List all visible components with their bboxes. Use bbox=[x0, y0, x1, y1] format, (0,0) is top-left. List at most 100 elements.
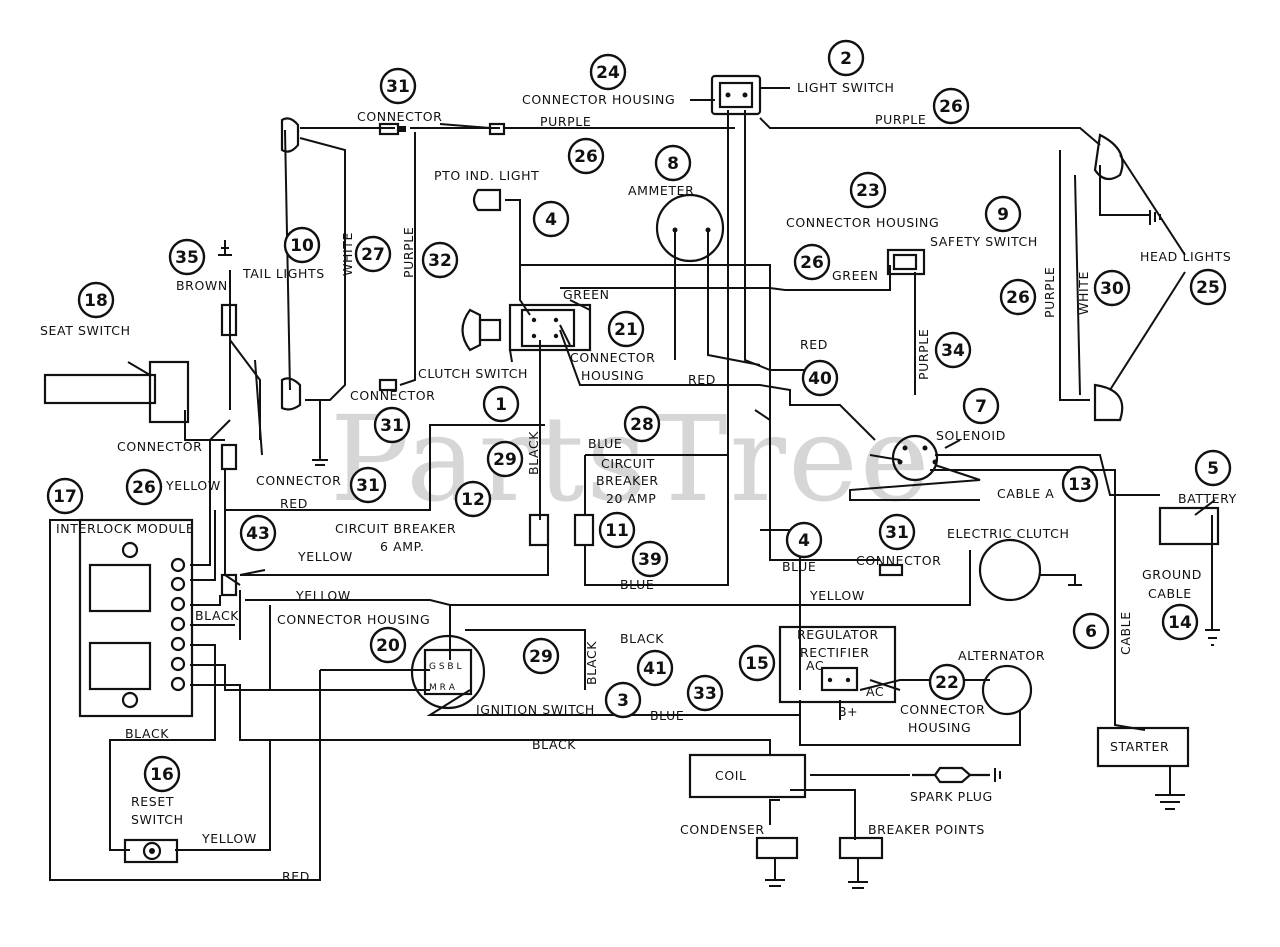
label: PURPLE bbox=[875, 112, 926, 127]
callout-31: 31 bbox=[878, 513, 916, 551]
callout-number: 31 bbox=[380, 416, 404, 436]
callout-26: 26 bbox=[793, 243, 831, 281]
label: WHITE bbox=[340, 232, 355, 276]
callout-circle bbox=[654, 144, 692, 182]
callout-number: 7 bbox=[975, 397, 987, 417]
label: 6 AMP. bbox=[380, 539, 424, 554]
callout-number: 28 bbox=[630, 415, 654, 435]
callout-number: 43 bbox=[246, 524, 270, 544]
label: CONNECTOR bbox=[256, 473, 341, 488]
callout-24: 24 bbox=[589, 53, 627, 91]
callout-number: 31 bbox=[386, 77, 410, 97]
callout-circle bbox=[849, 171, 887, 209]
callout-26: 26 bbox=[999, 278, 1037, 316]
callout-number: 15 bbox=[745, 654, 769, 674]
label: B+ bbox=[838, 704, 858, 719]
callout-22: 22 bbox=[928, 663, 966, 701]
ammeter-icon bbox=[655, 193, 725, 263]
callout-circle bbox=[1072, 612, 1110, 650]
callout-29: 29 bbox=[486, 440, 524, 478]
callout-circle bbox=[482, 385, 520, 423]
label: CONNECTOR bbox=[900, 702, 985, 717]
callout-21: 21 bbox=[607, 310, 645, 348]
callout-18: 18 bbox=[77, 281, 115, 319]
callout-number: 21 bbox=[614, 320, 638, 340]
label: G S B L bbox=[429, 662, 461, 672]
callout-12: 12 bbox=[454, 480, 492, 518]
label: PTO IND. LIGHT bbox=[434, 168, 539, 183]
label: CABLE A bbox=[997, 486, 1054, 501]
callout-28: 28 bbox=[623, 405, 661, 443]
callout-number: 9 bbox=[997, 205, 1009, 225]
callout-31: 31 bbox=[379, 67, 417, 105]
label: CIRCUIT BREAKER bbox=[335, 521, 456, 536]
callout-number: 39 bbox=[638, 550, 662, 570]
callout-number: 3 bbox=[617, 691, 629, 711]
callout-circle bbox=[801, 359, 839, 397]
label: CONNECTOR bbox=[357, 109, 442, 124]
callout-circle bbox=[369, 626, 407, 664]
callout-number: 26 bbox=[132, 478, 156, 498]
seat-switch-icon bbox=[43, 360, 190, 424]
alternator-icon bbox=[981, 664, 1033, 716]
callout-number: 29 bbox=[529, 647, 553, 667]
label: IGNITION SWITCH bbox=[476, 702, 595, 717]
callout-circle bbox=[373, 406, 411, 444]
coil-icon bbox=[688, 753, 807, 799]
callout-circle bbox=[379, 67, 417, 105]
callout-circle bbox=[962, 387, 1000, 425]
callout-circle bbox=[567, 137, 605, 175]
callout-number: 26 bbox=[939, 97, 963, 117]
text-labels: CONNECTOR CONNECTOR HOUSING LIGHT SWITCH… bbox=[40, 80, 1236, 884]
label: SOLENOID bbox=[936, 428, 1006, 443]
label: AC bbox=[866, 684, 884, 699]
callout-7: 7 bbox=[962, 387, 1000, 425]
label: CONNECTOR bbox=[856, 553, 941, 568]
label: PURPLE bbox=[540, 114, 591, 129]
callout-number: 31 bbox=[356, 476, 380, 496]
circuit-breaker-icon bbox=[528, 513, 595, 547]
interlock-module-icon bbox=[78, 518, 194, 718]
callout-circle bbox=[354, 235, 392, 273]
callout-circle bbox=[486, 440, 524, 478]
callout-4: 4 bbox=[785, 521, 823, 559]
label: BLUE bbox=[588, 436, 622, 451]
label: INTERLOCK MODULE bbox=[56, 521, 194, 536]
label: CABLE bbox=[1148, 586, 1192, 601]
callout-circle bbox=[631, 540, 669, 578]
callout-number: 17 bbox=[53, 487, 77, 507]
callout-circle bbox=[454, 480, 492, 518]
callout-number: 29 bbox=[493, 450, 517, 470]
callout-23: 23 bbox=[849, 171, 887, 209]
label: GROUND bbox=[1142, 567, 1202, 582]
label: HEAD LIGHTS bbox=[1140, 249, 1231, 264]
safety-switch-icon bbox=[886, 248, 926, 276]
callout-number: 8 bbox=[667, 154, 679, 174]
callout-number: 26 bbox=[1006, 288, 1030, 308]
callout-30: 30 bbox=[1093, 269, 1131, 307]
callout-circle bbox=[793, 243, 831, 281]
callout-circle bbox=[1093, 269, 1131, 307]
label: CONNECTOR HOUSING bbox=[277, 612, 430, 627]
label: AMMETER bbox=[628, 183, 694, 198]
callout-number: 34 bbox=[941, 341, 965, 361]
label: SPARK PLUG bbox=[910, 789, 993, 804]
callout-number: 25 bbox=[1196, 278, 1220, 298]
label: BLACK bbox=[526, 431, 541, 475]
label: YELLOW bbox=[297, 549, 353, 564]
callout-circle bbox=[607, 310, 645, 348]
callout-34: 34 bbox=[934, 331, 972, 369]
clutch-switch-icon bbox=[461, 303, 592, 352]
callout-3: 3 bbox=[604, 681, 642, 719]
callout-circle bbox=[77, 281, 115, 319]
label: WHITE bbox=[1076, 271, 1091, 315]
callout-15: 15 bbox=[738, 644, 776, 682]
callout-number: 2 bbox=[840, 49, 852, 69]
label: REGULATOR bbox=[797, 627, 879, 642]
callout-circle bbox=[598, 511, 636, 549]
label: RED bbox=[688, 372, 716, 387]
label: PURPLE bbox=[401, 227, 416, 278]
label: HOUSING bbox=[908, 720, 971, 735]
callout-circle bbox=[878, 513, 916, 551]
